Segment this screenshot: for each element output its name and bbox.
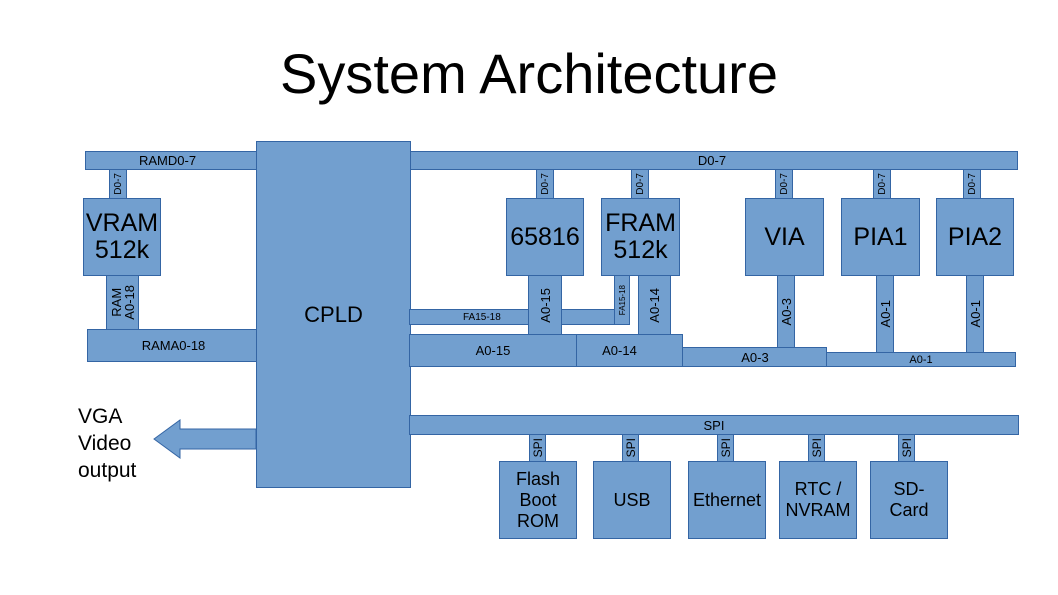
stub-cpu-a015: A0-15 — [528, 275, 562, 335]
stub-fram-fa1518: FA15-18 — [614, 275, 630, 325]
stub-flash-spi: SPI — [529, 434, 546, 462]
block-ethernet: Ethernet — [688, 461, 766, 539]
bus-rama: RAMA0-18 — [87, 329, 260, 362]
block-via: VIA — [745, 198, 824, 276]
block-sd-card: SD- Card — [870, 461, 948, 539]
block-pia2: PIA2 — [936, 198, 1014, 276]
bus-a03: A0-3 — [653, 347, 827, 367]
stub-via-d07: D0-7 — [775, 169, 793, 199]
block-cpld: CPLD — [256, 141, 411, 488]
stub-pia2-a01: A0-1 — [966, 275, 984, 353]
vga-output-label: VGA Video output — [78, 405, 137, 482]
block-rtc-nvram: RTC / NVRAM — [779, 461, 857, 539]
stub-pia1-d07: D0-7 — [873, 169, 891, 199]
stub-pia1-a01: A0-1 — [876, 275, 894, 353]
bus-data: D0-7 — [406, 151, 1018, 170]
bus-a014: A0-14 — [576, 334, 683, 367]
stub-usb-spi: SPI — [622, 434, 639, 462]
block-vram: VRAM 512k — [83, 198, 161, 276]
bus-ramd: RAMD0-7 — [85, 151, 260, 170]
stub-cpu-d07: D0-7 — [536, 169, 554, 199]
stub-via-a03: A0-3 — [777, 275, 795, 348]
stub-ethernet-spi: SPI — [717, 434, 734, 462]
block-65816: 65816 — [506, 198, 584, 276]
block-pia1: PIA1 — [841, 198, 920, 276]
block-flash-boot-rom: Flash Boot ROM — [499, 461, 577, 539]
bus-a01: A0-1 — [826, 352, 1016, 367]
stub-fram-d07: D0-7 — [631, 169, 649, 199]
stub-vram-d07: D0-7 — [109, 169, 127, 199]
bus-fa1518: FA15-18 — [409, 309, 629, 325]
block-fram: FRAM 512k — [601, 198, 680, 276]
vga-output-arrow-icon — [153, 419, 257, 459]
bus-a015: A0-15 — [409, 334, 577, 367]
bus-ramd-label: RAMD0-7 — [139, 153, 197, 168]
stub-sd-spi: SPI — [898, 434, 915, 462]
bus-data-label: D0-7 — [697, 153, 727, 168]
bus-spi: SPI — [409, 415, 1019, 435]
stub-pia2-d07: D0-7 — [963, 169, 981, 199]
diagram-title: System Architecture — [280, 42, 778, 105]
stub-fram-a014: A0-14 — [638, 275, 671, 335]
stub-rtc-spi: SPI — [808, 434, 825, 462]
block-usb: USB — [593, 461, 671, 539]
